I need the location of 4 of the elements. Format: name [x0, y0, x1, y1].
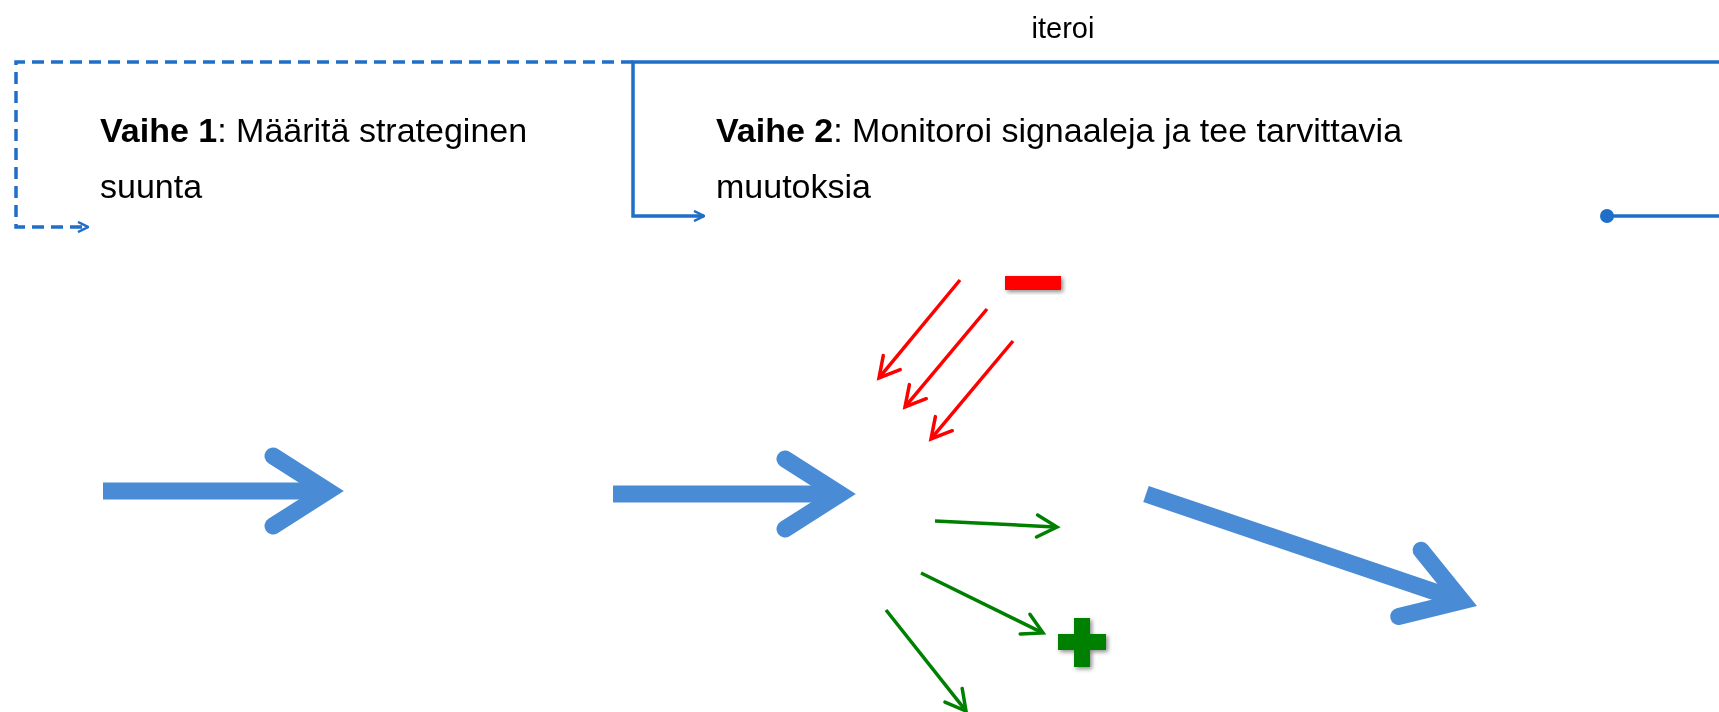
- step-text: Vaihe 1: Määritä strateginen suunta: [88, 102, 548, 214]
- arrow: [631, 60, 1719, 223]
- dashed-arrow: [14, 60, 633, 234]
- step-text: Vaihe 2: Monitoroi signaaleja ja tee tarvittavia muutoksia: [704, 102, 1524, 214]
